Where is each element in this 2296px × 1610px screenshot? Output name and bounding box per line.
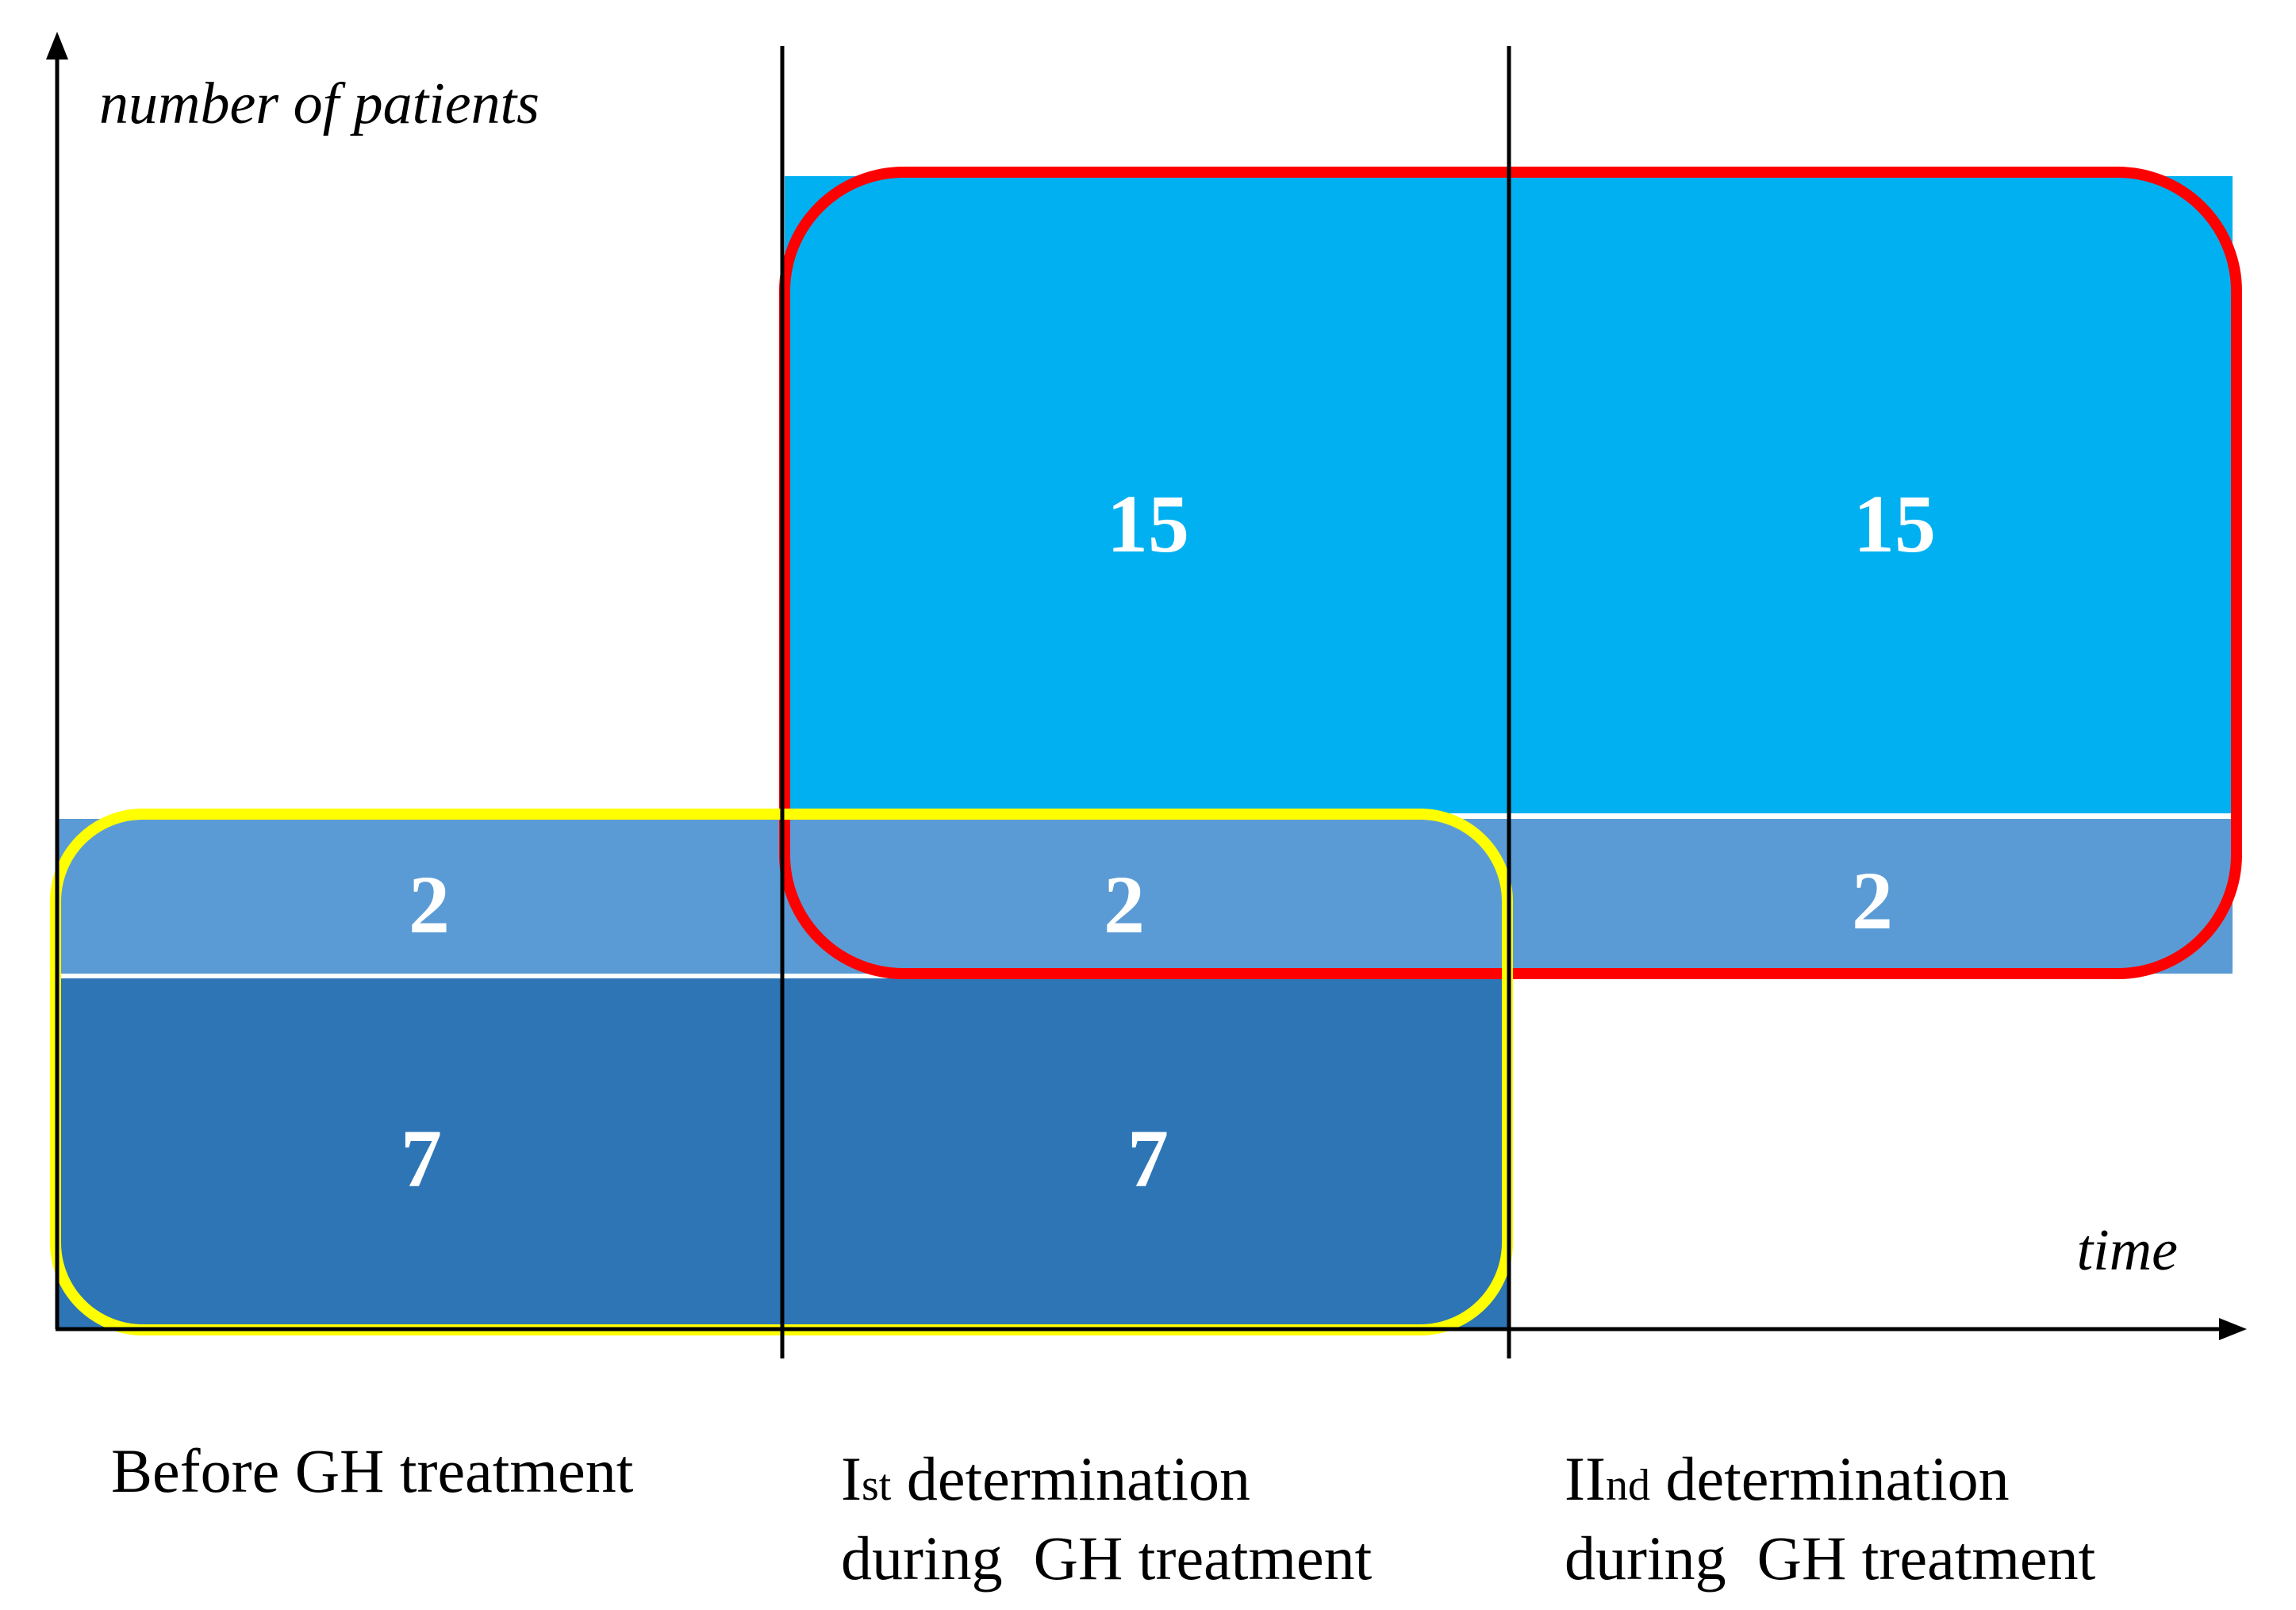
- period-label-second-line2: during GH treatment: [1565, 1524, 2096, 1593]
- period-label-first-line1: Ist determination: [841, 1444, 1250, 1513]
- period-label-before: Before GH treatment: [111, 1436, 634, 1505]
- x-axis-arrow-icon: [2219, 1318, 2247, 1340]
- value-first-bottom: 7: [1127, 1113, 1169, 1205]
- value-before-bottom: 7: [401, 1113, 442, 1205]
- block-mid-second: [1511, 819, 2233, 974]
- value-first-top: 15: [1107, 478, 1189, 570]
- block-bottom-before: [57, 978, 785, 1328]
- value-first-mid: 2: [1104, 859, 1145, 951]
- y-axis-arrow-icon: [46, 32, 68, 60]
- value-before-mid: 2: [409, 859, 450, 951]
- x-axis-label: time: [2077, 1218, 2178, 1283]
- block-bottom-first: [785, 978, 1511, 1328]
- y-axis-label: number of patients: [99, 71, 539, 136]
- block-top-second: [1511, 176, 2233, 813]
- block-mid-first: [785, 819, 1511, 974]
- value-second-top: 15: [1853, 478, 1936, 570]
- block-top-first: [785, 176, 1511, 813]
- period-label-second-line1: IInd determination: [1565, 1444, 2010, 1513]
- value-second-mid: 2: [1852, 855, 1893, 947]
- block-mid-before: [57, 819, 785, 974]
- period-label-first-line2: during GH treatment: [841, 1524, 1373, 1593]
